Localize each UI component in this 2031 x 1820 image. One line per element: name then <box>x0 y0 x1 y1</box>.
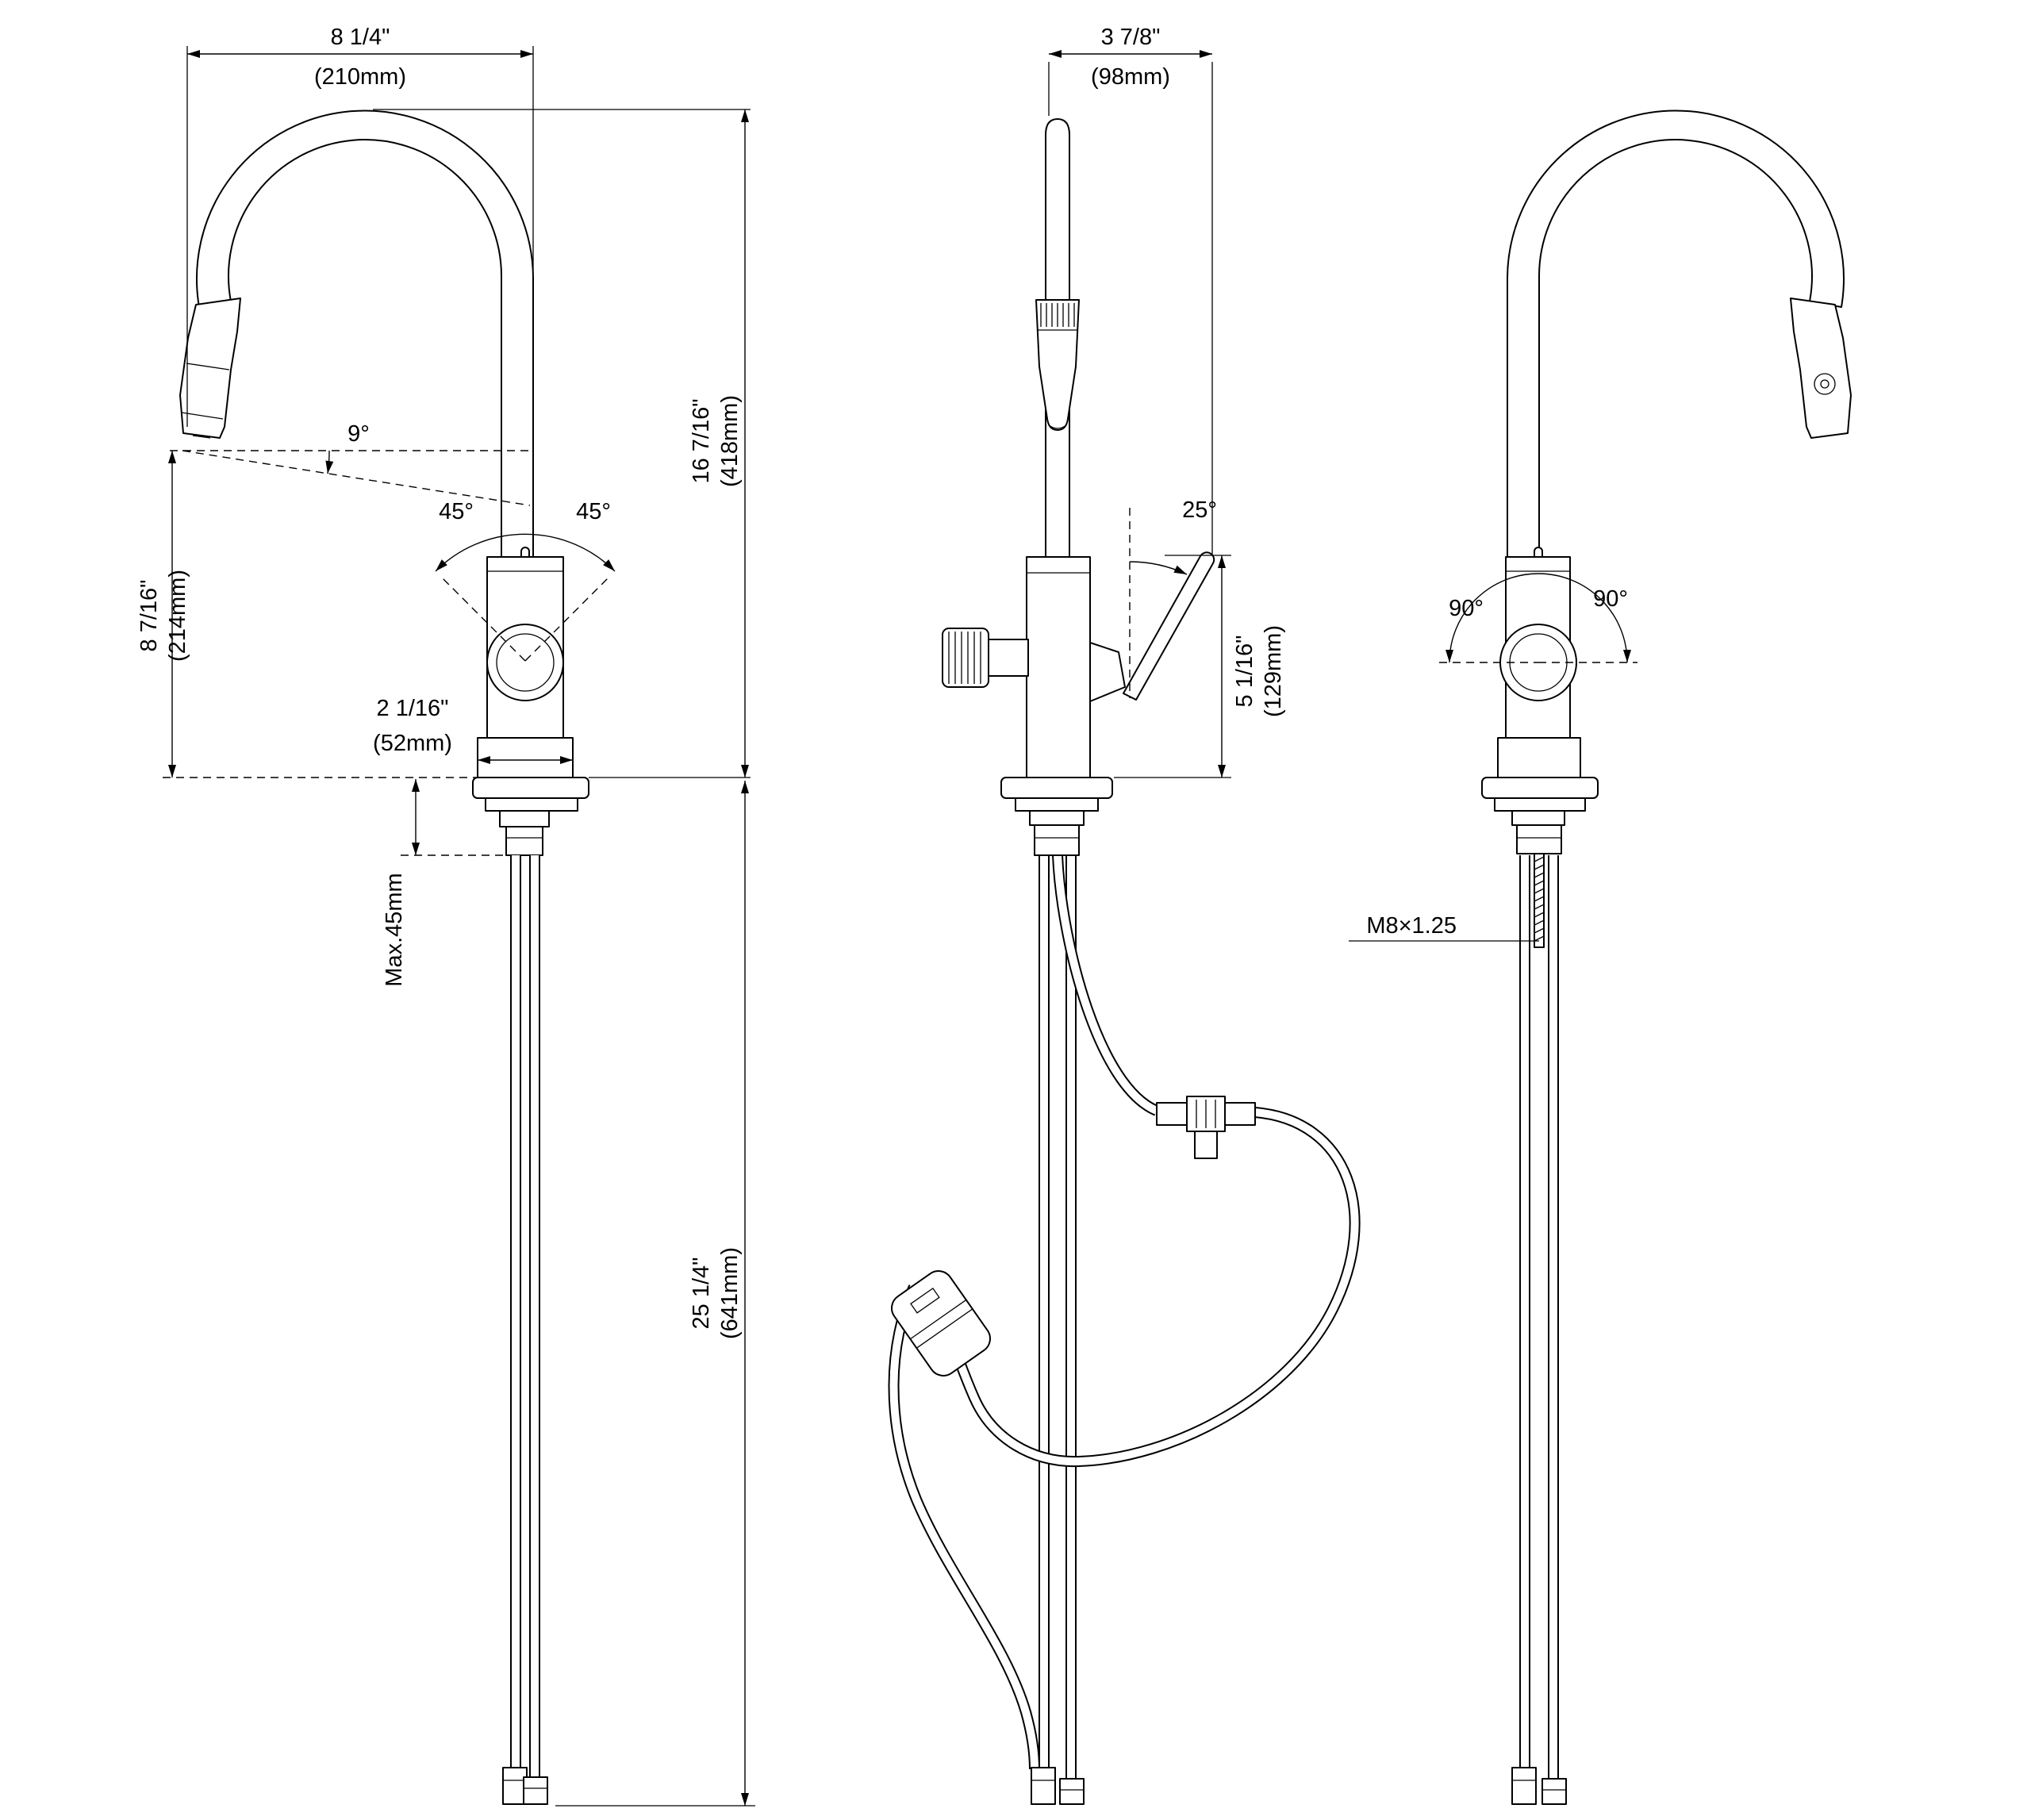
back-supply-hoses <box>1511 855 1567 1805</box>
dim-handle-height: 5 1/16" (129mm) <box>1114 555 1286 778</box>
hose-weight <box>891 1270 991 1377</box>
back-deck-flange <box>1481 777 1599 799</box>
dim-deck-thickness: Max.45mm <box>382 779 512 987</box>
dim-handle-height-mm: (129mm) <box>1261 625 1286 717</box>
dim-swivel: 90° 90° <box>1439 573 1637 663</box>
front-deck-flange <box>1000 777 1113 799</box>
dim-hose-length-mm: (641mm) <box>717 1247 743 1339</box>
dim-swivel-left: 90° <box>1449 596 1484 621</box>
dim-spray-angle-label: 9° <box>347 421 370 447</box>
dim-base-diameter: 2 1/16" (52mm) <box>373 696 573 764</box>
back-spout <box>1507 109 1845 558</box>
dim-handle-swing-right: 45° <box>576 499 611 524</box>
hose-connector <box>1156 1096 1256 1159</box>
dim-handle-offset: 3 7/8" (98mm) <box>1048 25 1213 555</box>
dim-swivel-right: 90° <box>1593 586 1628 612</box>
dim-spout-reach-mm: (210mm) <box>314 64 406 90</box>
front-handle-mount <box>1089 642 1126 702</box>
side-spray-head <box>179 298 241 439</box>
front-view <box>888 118 1361 1805</box>
front-body <box>1026 556 1091 778</box>
dim-handle-offset-mm: (98mm) <box>1091 64 1170 90</box>
dim-spout-drop-mm: (214mm) <box>165 570 190 662</box>
dim-spout-reach: 8 1/4" (210mm) <box>186 25 534 427</box>
dim-handle-offset-in: 3 7/8" <box>1101 25 1161 50</box>
dim-handle-height-in: 5 1/16" <box>1232 635 1257 708</box>
dim-deck-thickness-label: Max.45mm <box>382 873 407 986</box>
front-spray-head <box>1035 299 1080 431</box>
dim-spout-drop: 8 7/16" (214mm) <box>136 451 476 778</box>
side-handle-hub <box>486 624 564 701</box>
dim-thread-spec-label: M8×1.25 <box>1366 913 1457 939</box>
dim-hose-length: 25 1/4" (641mm) <box>555 781 755 1807</box>
dim-thread-spec: M8×1.25 <box>1349 913 1539 942</box>
side-deck-flange <box>472 777 589 799</box>
dim-overall-height: 16 7/16" (418mm) <box>373 109 751 778</box>
back-view <box>1481 109 1852 1805</box>
dim-spout-reach-in: 8 1/4" <box>331 25 390 50</box>
dim-base-diameter-in: 2 1/16" <box>377 696 449 721</box>
front-hoses <box>888 854 1361 1779</box>
dim-spray-angle: 9° <box>170 421 531 506</box>
dim-handle-swing: 45° 45° <box>435 499 616 662</box>
dim-handle-angle: 25° <box>1129 497 1217 698</box>
dim-spout-drop-in: 8 7/16" <box>136 580 162 652</box>
front-handle <box>1123 551 1215 701</box>
front-diverter-knob <box>942 628 989 688</box>
side-base <box>477 737 574 778</box>
side-supply-hoses <box>502 855 548 1805</box>
dim-overall-height-in: 16 7/16" <box>689 398 714 483</box>
dim-handle-angle-label: 25° <box>1182 497 1217 523</box>
dim-overall-height-mm: (418mm) <box>717 395 743 487</box>
dim-handle-swing-left: 45° <box>439 499 474 524</box>
side-spout <box>196 109 534 558</box>
back-spray-head <box>1790 298 1852 439</box>
dim-base-diameter-mm: (52mm) <box>373 731 452 756</box>
dim-hose-length-in: 25 1/4" <box>689 1257 714 1330</box>
